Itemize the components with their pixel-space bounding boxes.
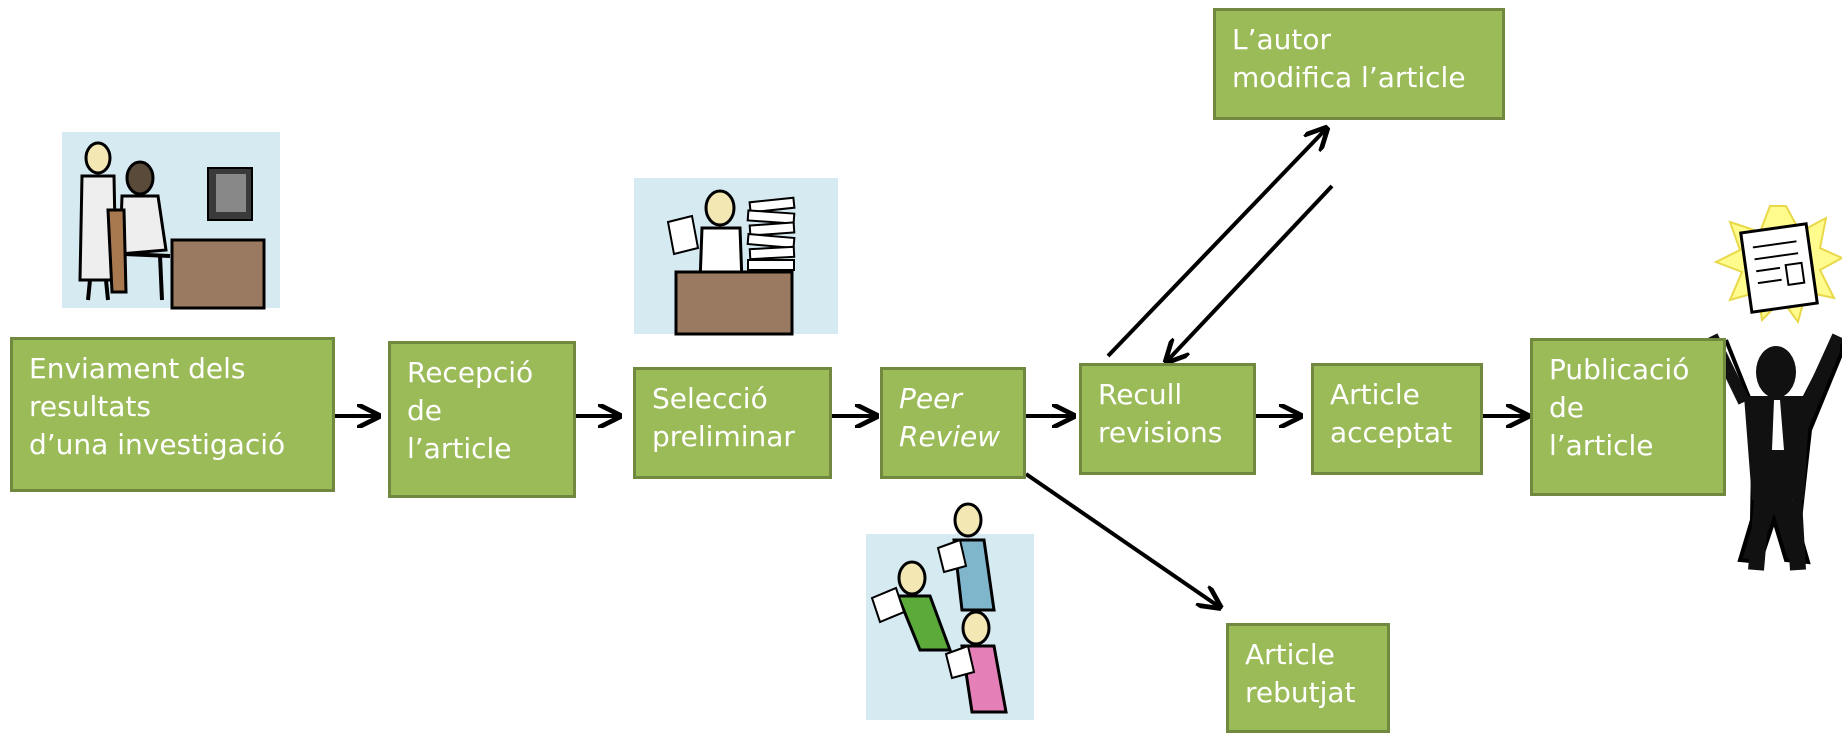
step-rebutjat: Article rebutjat (1226, 623, 1390, 733)
researchers-at-computer-icon (62, 132, 280, 310)
step-acceptat: Article acceptat (1311, 363, 1483, 475)
step-enviament: Enviament dels resultats d’una investiga… (10, 337, 335, 492)
step-publicacio: Publicació de l’article (1530, 338, 1726, 496)
step-seleccio: Selecció preliminar (633, 367, 832, 479)
arrow-peer-rebutjat (1024, 472, 1218, 606)
celebrating-person-with-newspaper-icon (1706, 205, 1842, 571)
step-recull: Recull revisions (1079, 363, 1256, 475)
step-autor: L’autor modifica l’article (1213, 8, 1505, 120)
arrow-autor-recull (1168, 184, 1334, 360)
flow-arrows (335, 130, 1525, 606)
arrow-recull-autor (1106, 130, 1325, 358)
peer-reviewers-icon (866, 502, 1034, 720)
step-peer-review: Peer Review (880, 367, 1026, 479)
clerk-with-papers-icon (634, 178, 838, 336)
step-recepcio: Recepció de l’article (388, 341, 576, 498)
